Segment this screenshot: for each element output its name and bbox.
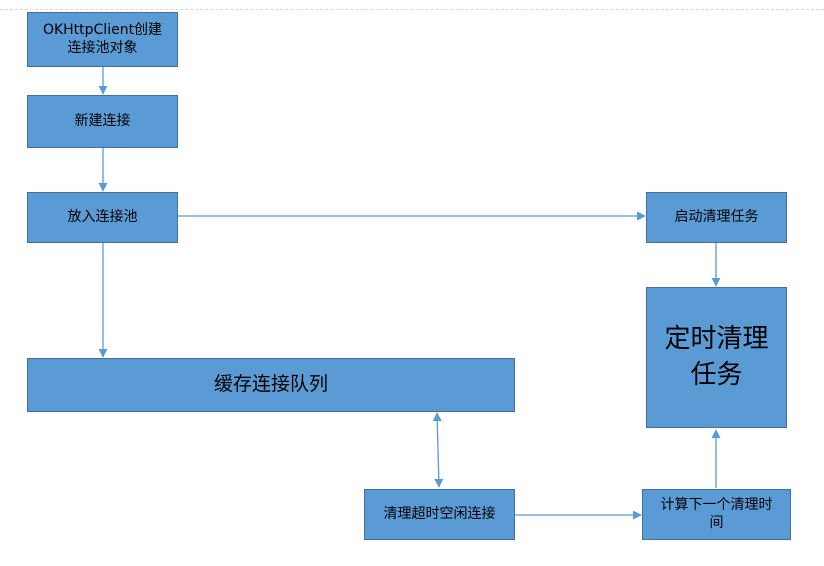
- node-new-connection: 新建连接: [27, 95, 178, 148]
- node-compute-next-label: 计算下一个清理时 间: [660, 497, 773, 531]
- top-divider: [0, 9, 824, 10]
- node-new-connection-label: 新建连接: [74, 112, 131, 129]
- node-start-cleanup: 启动清理任务: [646, 192, 787, 243]
- node-create-pool: OKHttpClient创建 连接池对象: [27, 12, 178, 67]
- node-put-in-pool: 放入连接池: [27, 192, 178, 243]
- node-compute-next: 计算下一个清理时 间: [642, 489, 791, 540]
- node-scheduled-cleanup: 定时清理 任务: [646, 287, 787, 428]
- node-scheduled-cleanup-label: 定时清理 任务: [664, 324, 769, 390]
- node-cache-queue: 缓存连接队列: [27, 358, 515, 412]
- node-clean-idle: 清理超时空闲连接: [364, 489, 515, 540]
- node-put-in-pool-label: 放入连接池: [67, 208, 138, 225]
- node-start-cleanup-label: 启动清理任务: [674, 208, 759, 225]
- node-create-pool-label: OKHttpClient创建 连接池对象: [42, 22, 163, 56]
- node-cache-queue-label: 缓存连接队列: [213, 373, 328, 396]
- edge-cache-clean-bidirectional: [432, 412, 444, 488]
- node-clean-idle-label: 清理超时空闲连接: [383, 505, 496, 522]
